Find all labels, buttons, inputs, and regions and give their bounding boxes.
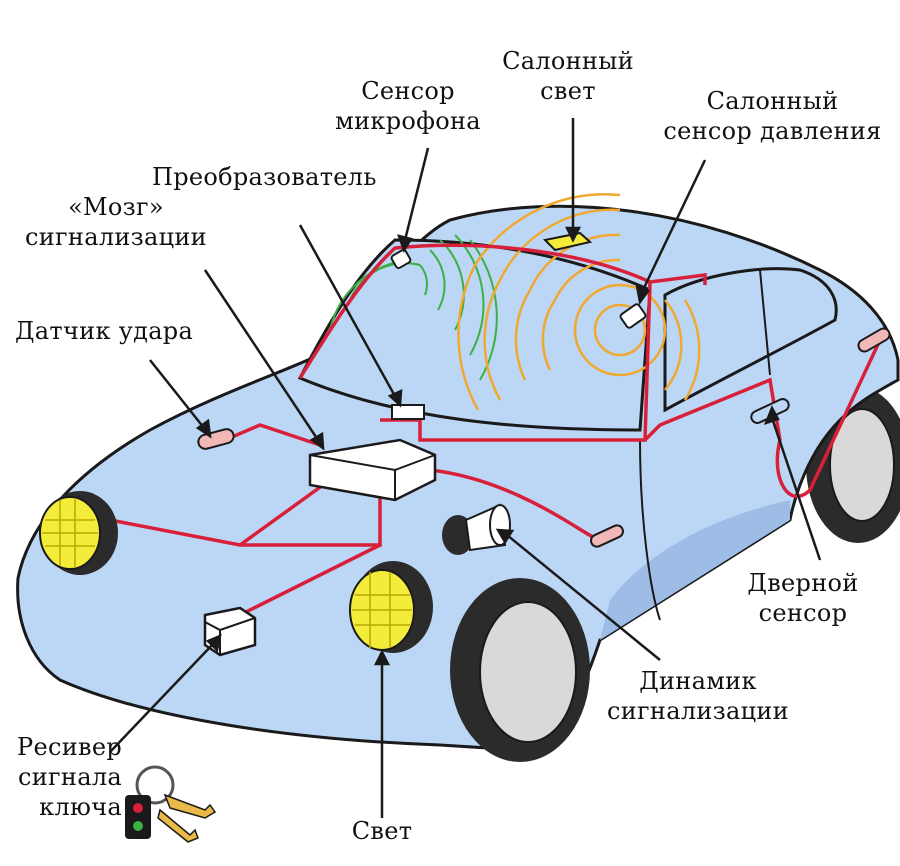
- side-marker-rear: [857, 327, 891, 353]
- converter-box: [391, 404, 425, 420]
- label-converter-line1: Преобразователь: [152, 163, 377, 191]
- label-converter: Преобразователь: [152, 162, 377, 192]
- label-mic-sensor-line2: микрофона: [335, 107, 481, 135]
- label-key-receiver-line3: ключа: [39, 793, 122, 821]
- label-light-line1: Свет: [351, 817, 413, 845]
- label-mic-sensor-line1: Сенсор: [361, 77, 455, 105]
- alarm-brain-box: [308, 438, 437, 502]
- label-alarm-speaker-line1: Динамик: [639, 667, 757, 695]
- label-mic-sensor: Сенсор микрофона: [318, 76, 498, 136]
- side-marker-front: [590, 524, 624, 548]
- headlight-right: [349, 561, 433, 653]
- label-alarm-speaker-line2: сигнализации: [607, 697, 789, 725]
- label-alarm-brain-line1: «Мозг»: [68, 193, 164, 221]
- mic-sensor: [390, 249, 412, 269]
- label-cabin-light-line2: свет: [540, 77, 596, 105]
- label-alarm-brain: «Мозг» сигнализации: [10, 192, 222, 252]
- label-door-sensor: Дверной сенсор: [728, 568, 878, 628]
- key-receiver-box: [203, 606, 257, 657]
- pressure-sensor-device: [619, 303, 647, 329]
- label-key-receiver-line1: Ресивер: [17, 733, 122, 761]
- label-pressure-sensor-line2: сенсор давления: [663, 117, 882, 145]
- label-door-sensor-line2: сенсор: [758, 599, 848, 627]
- label-cabin-light: Салонный свет: [487, 46, 649, 106]
- front-wheel: [450, 578, 590, 762]
- label-shock-sensor-line1: Датчик удара: [15, 317, 194, 345]
- label-key-receiver: Ресивер сигнала ключа: [0, 732, 122, 822]
- label-key-receiver-line2: сигнала: [18, 763, 122, 791]
- label-alarm-brain-line2: сигнализации: [25, 223, 207, 251]
- pointer-lines: [109, 118, 822, 818]
- label-door-sensor-line1: Дверной: [747, 569, 859, 597]
- label-alarm-speaker: Динамик сигнализации: [594, 666, 802, 726]
- door-outline: [639, 439, 661, 621]
- door-pillar: [759, 269, 771, 376]
- label-shock-sensor: Датчик удара: [15, 316, 193, 346]
- label-pressure-sensor: Салонный сенсор давления: [645, 86, 900, 146]
- side-window: [663, 267, 838, 413]
- body-shade: [600, 500, 790, 640]
- label-pressure-sensor-line1: Салонный: [706, 87, 839, 115]
- alarm-wiring: [109, 243, 882, 622]
- cabin-light: [542, 231, 593, 252]
- shock-sensor-device: [197, 428, 235, 450]
- label-light: Свет: [340, 816, 424, 846]
- headlight-left: [39, 491, 118, 575]
- car-key-fob-icon: [125, 765, 217, 843]
- label-cabin-light-line1: Салонный: [502, 47, 634, 75]
